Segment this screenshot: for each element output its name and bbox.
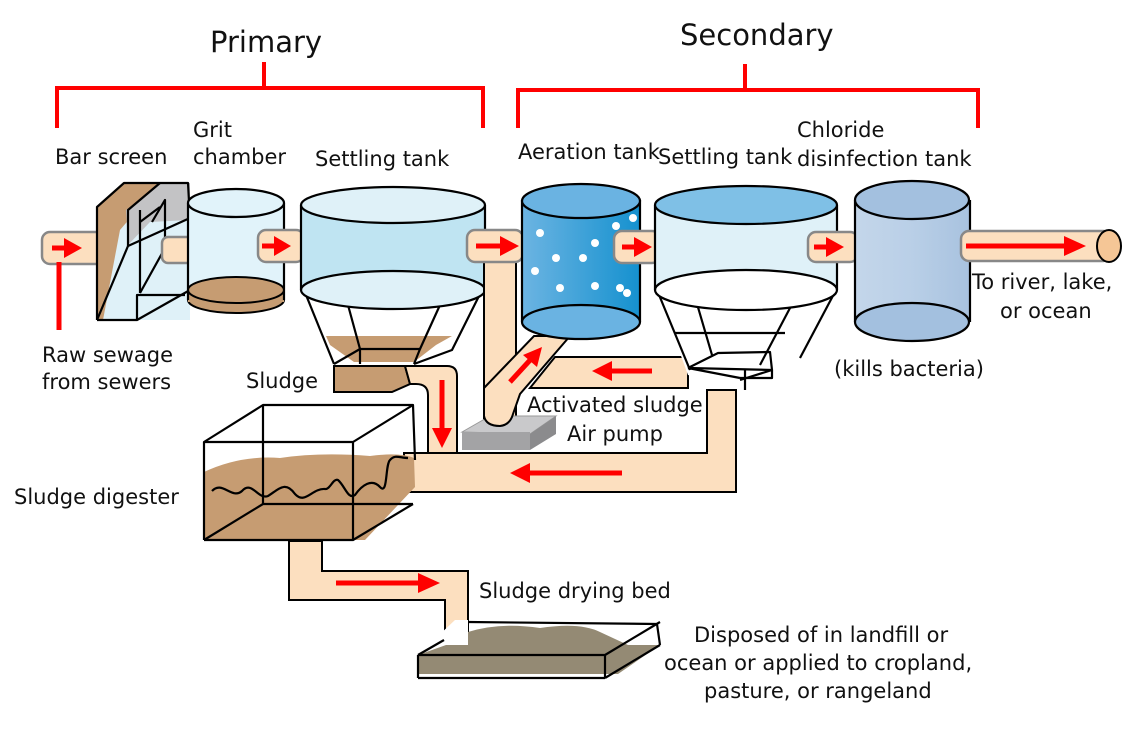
chloride-tank-label-line2: disinfection tank <box>797 147 972 171</box>
secondary-bracket <box>516 64 980 128</box>
disposal-label-line3: pasture, or rangeland <box>704 679 932 703</box>
raw-sewage-label-line2: from sewers <box>42 370 171 394</box>
pipe-aeration-to-secondary-settling <box>612 229 662 265</box>
primary-settling-tank <box>299 185 487 366</box>
disposal-label-line1: Disposed of in landfill or <box>694 623 948 647</box>
chloride-tank-label-line1: Chloride <box>797 118 884 142</box>
secondary-stage-label: Secondary <box>680 18 834 52</box>
bar-screen <box>95 181 192 322</box>
sludge-digester-label: Sludge digester <box>14 485 179 509</box>
chloride-disinfection-tank <box>853 179 972 343</box>
primary-sludge-outlet <box>333 365 412 393</box>
grit-chamber <box>186 187 286 314</box>
sludge-label: Sludge <box>246 369 318 393</box>
primary-stage-label: Primary <box>210 25 322 59</box>
grit-chamber-label-line1: Grit <box>193 118 232 142</box>
raw-sewage-label-line1: Raw sewage <box>42 343 173 367</box>
chloride-note-label: (kills bacteria) <box>834 357 984 381</box>
aeration-tank-label: Aeration tank <box>518 140 661 164</box>
effluent-label-line2: or ocean <box>1000 299 1092 323</box>
primary-settling-tank-label: Settling tank <box>315 147 450 171</box>
air-pipe <box>483 335 573 428</box>
pipe-secondary-to-chloride <box>806 230 860 264</box>
secondary-settling-tank-label: Settling tank <box>658 145 793 169</box>
sludge-drying-bed-label: Sludge drying bed <box>479 579 671 603</box>
grit-chamber-label-line2: chamber <box>193 145 286 169</box>
activated-sludge-return-pipe <box>527 356 689 389</box>
sludge-digester <box>202 403 417 542</box>
inlet-pipe <box>40 230 106 330</box>
pipe-grit-to-primary-settling <box>256 228 306 264</box>
activated-sludge-label: Activated sludge <box>527 393 703 417</box>
disposal-label-line2: ocean or applied to cropland, <box>664 651 972 675</box>
air-bubbles <box>531 214 637 297</box>
pipe-digester-to-drying-bed <box>288 540 469 646</box>
air-pump-label: Air pump <box>567 422 663 446</box>
bar-screen-label: Bar screen <box>55 145 167 169</box>
outlet-pipe <box>959 229 1122 263</box>
effluent-label-line1: To river, lake, <box>971 270 1112 294</box>
sludge-drying-bed <box>416 618 662 680</box>
aeration-tank <box>520 182 642 341</box>
primary-bracket <box>55 62 485 128</box>
